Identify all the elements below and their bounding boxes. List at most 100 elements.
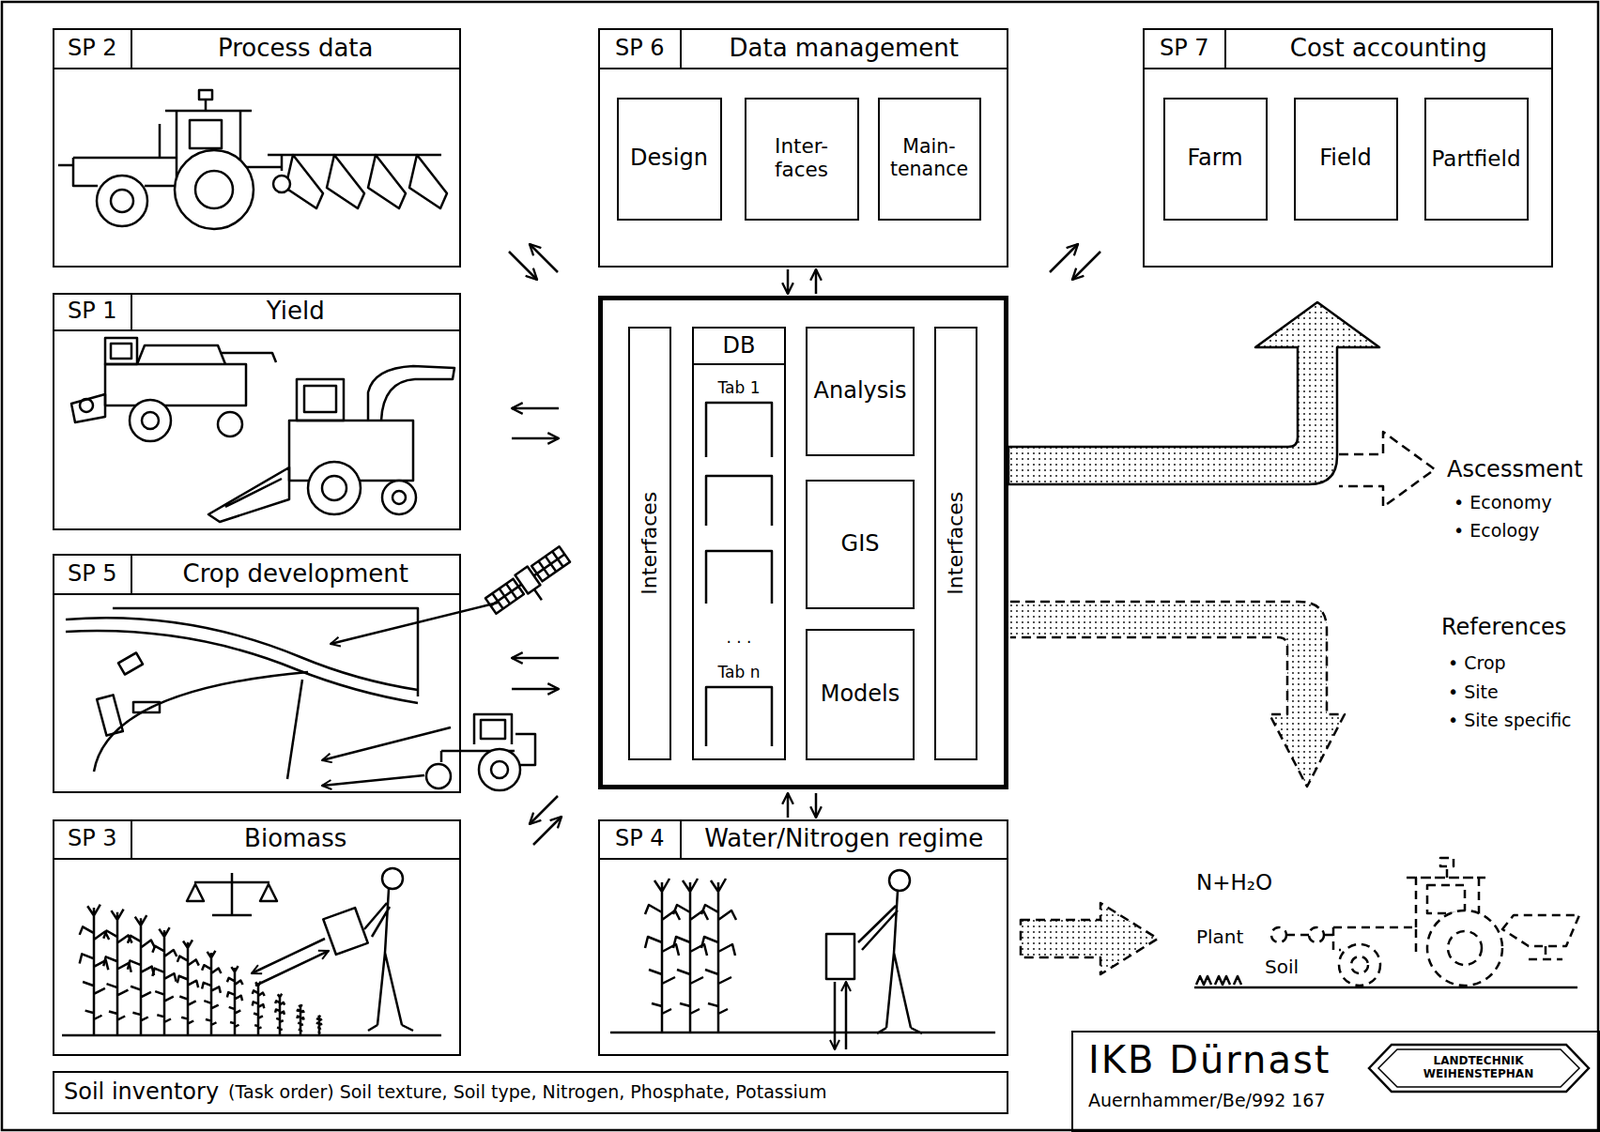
header-row: SP 2 Process data: [54, 30, 460, 70]
exchange-arrow: [815, 269, 818, 294]
exchange-arrow: [529, 244, 558, 273]
spreader-tractor-drawing: [1194, 858, 1580, 988]
biomass-sampling-drawing: [177, 939, 200, 1036]
field-map-drawing: [133, 702, 160, 713]
harvester-drawing: [110, 343, 132, 359]
harvester-drawing: [129, 400, 171, 442]
tractor-plough-drawing: [204, 99, 208, 111]
annotation-label: Plant: [1196, 925, 1244, 949]
exchange-arrow: [1049, 244, 1078, 273]
exchange-arrow: [815, 793, 818, 818]
tractor-plough-drawing: [58, 90, 447, 230]
module-label: GIS: [841, 531, 880, 558]
module-label: Design: [630, 145, 708, 172]
soil-inventory-band: Soil inventory(Task order) Soil texture,…: [52, 1071, 1009, 1115]
water-nitrogen-drawing: [673, 878, 708, 1033]
water-nitrogen-drawing: [610, 1031, 996, 1035]
module-box: Field: [1293, 97, 1399, 221]
header-cell: SP 2: [54, 30, 133, 68]
water-nitrogen-drawing: [645, 878, 680, 1033]
biomass-sampling-drawing: [79, 905, 109, 1036]
spreader-tractor-drawing: [1440, 858, 1454, 867]
dashed-flow-arrows: [1338, 431, 1435, 508]
field-map-drawing: [287, 679, 303, 780]
annotation-label: . . .: [725, 628, 752, 647]
module-box: Analysis: [805, 326, 915, 457]
header-row: SP 3 Biomass: [54, 821, 460, 861]
annotation-label: Soil: [1264, 955, 1299, 979]
spreader-tractor-drawing: [1427, 885, 1465, 914]
annotation-label: • Ecology: [1453, 520, 1540, 542]
biomass-sampling-drawing: [275, 994, 285, 1036]
water-nitrogen-drawing: [833, 982, 837, 1050]
subproject-number: SP 2: [67, 35, 118, 62]
title-block: IKB DürnastAuernhammer/Be/992 167LANDTEC…: [1071, 1030, 1600, 1132]
header-cell: SP 7: [1144, 30, 1227, 68]
annotation-label: References: [1441, 614, 1567, 642]
field-map-drawing: [96, 694, 124, 736]
field-map-drawing: [491, 761, 508, 779]
module-box: Partfield: [1424, 97, 1529, 221]
subproject-number: SP 5: [67, 561, 118, 588]
module-label: Partfield: [1430, 146, 1521, 171]
field-map-drawing: [65, 545, 579, 791]
biomass-sampling-drawing: [201, 951, 221, 1036]
header-cell: SP 5: [54, 555, 133, 594]
subproject-panel: SP 2 Process data: [52, 28, 462, 268]
header-cell: Yield: [132, 294, 461, 330]
subproject-title: Crop development: [183, 560, 409, 589]
dashed-flow-arrows: [1010, 431, 1435, 975]
water-nitrogen-drawing: [610, 870, 996, 1050]
header-cell: Process data: [132, 30, 461, 68]
dashed-flow-arrows: [1010, 601, 1345, 787]
exchange-arrow: [511, 437, 559, 441]
harvester-drawing: [368, 366, 455, 421]
field-map-drawing: [484, 545, 579, 627]
harvester-drawing: [105, 364, 247, 406]
harvester-drawing: [296, 379, 344, 421]
spreader-tractor-drawing: [1271, 858, 1580, 986]
tractor-tab-drawing: [706, 402, 772, 747]
harvester-drawing: [79, 399, 93, 413]
database-label: DB: [723, 333, 756, 360]
subproject-panel: SP 7Cost accountingFarm Field Partfield: [1142, 28, 1554, 268]
field-map-drawing: [118, 652, 143, 675]
exchange-arrow: [786, 269, 790, 294]
biomass-sampling-drawing: [364, 889, 414, 1031]
field-map-drawing: [426, 764, 451, 789]
spreader-tractor-drawing: [1194, 986, 1578, 990]
subproject-panel: SP 5 Crop development: [52, 553, 462, 794]
interface-label: Interfaces: [637, 492, 662, 596]
biomass-sampling-drawing: [251, 938, 325, 974]
module-box: Models: [805, 629, 915, 761]
interface-bar: Interfaces: [934, 326, 978, 761]
subproject-title: Water/Nitrogen regime: [704, 825, 984, 854]
logo-outline: [1369, 1045, 1589, 1093]
annotation-label: • Economy: [1453, 492, 1553, 514]
module-label: Models: [820, 681, 901, 708]
annotation-label: Tab 1: [718, 378, 761, 398]
tractor-plough-drawing: [110, 189, 134, 213]
dashed-flow-arrows: [1020, 903, 1158, 975]
spreader-tractor-drawing: [1338, 944, 1381, 986]
spreader-tractor-drawing: [1427, 910, 1503, 986]
annotation-label: • Site: [1447, 681, 1499, 704]
header-row: SP 4Water/Nitrogen regime: [600, 821, 1007, 861]
field-map-drawing: [322, 775, 425, 786]
annotation-label: Tab n: [718, 662, 761, 682]
header-row: SP 7Cost accounting: [1144, 30, 1552, 70]
subproject-title: Biomass: [244, 825, 347, 854]
exchange-arrow: [511, 407, 559, 411]
tractor-plough-drawing: [285, 154, 447, 209]
header-cell: SP 6: [600, 30, 682, 68]
tractor-tab-drawing: [706, 402, 772, 747]
annotation-label: N+H₂O: [1196, 870, 1273, 897]
field-map-drawing: [485, 579, 524, 615]
module-label: Farm: [1186, 145, 1243, 172]
subproject-number: SP 3: [67, 826, 118, 853]
spreader-tractor-drawing: [1308, 927, 1324, 943]
biomass-sampling-drawing: [382, 868, 403, 890]
water-nitrogen-drawing: [826, 934, 855, 980]
interface-label: Interfaces: [943, 492, 968, 596]
